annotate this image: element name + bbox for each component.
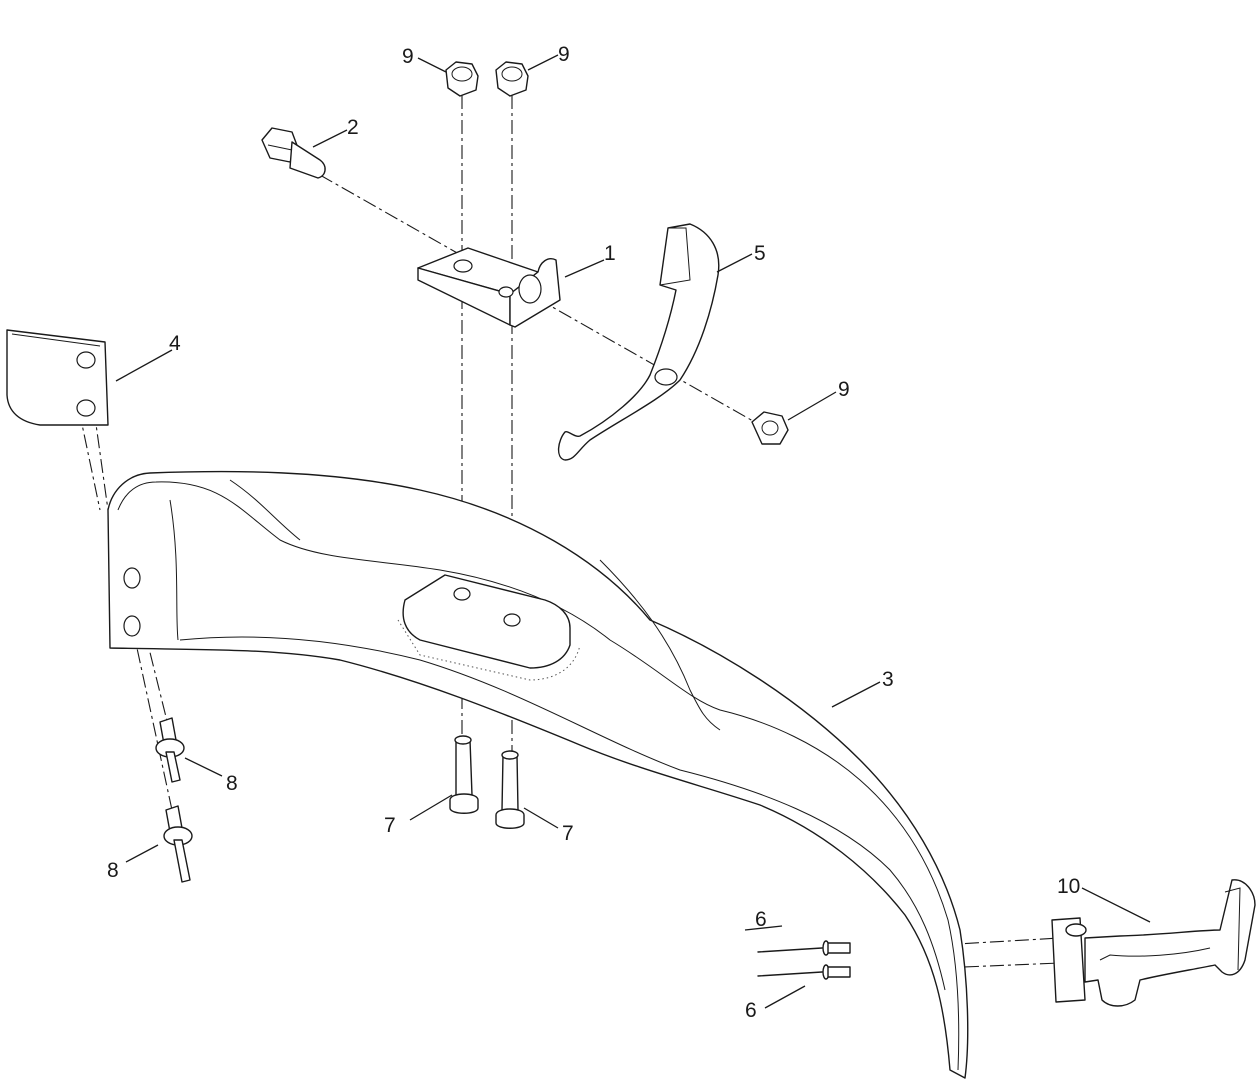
lock-nut-left-part [445,61,479,97]
callout-7-right: 7 [562,822,574,845]
callout-7-left: 7 [384,814,396,837]
callout-9-lower: 9 [838,378,850,401]
shield-part [107,470,969,1079]
flange-bolt-part [261,127,326,179]
callout-8-upper: 8 [226,772,238,795]
lock-nut-right-part [495,61,529,97]
side-plate-part [6,329,109,426]
bracket-part [417,247,561,328]
rivet-upper-part [155,717,185,783]
callout-2: 2 [347,116,359,139]
pop-rivet-lower-part [757,964,851,980]
callout-9-left: 9 [402,45,414,68]
callout-labels: 1 2 3 4 5 6 6 7 7 8 8 9 9 9 10 [107,43,1080,1022]
pop-rivet-upper-part [757,940,851,956]
callout-3: 3 [882,668,894,691]
callout-6-lower: 6 [745,999,757,1022]
lock-nut-lower-part [751,411,789,445]
callout-6-upper: 6 [755,908,767,931]
callout-4: 4 [169,332,181,355]
rivet-lower-part [163,805,193,883]
rubber-latch-part [1051,879,1256,1007]
carriage-bolt-right-part [495,750,525,829]
callout-5: 5 [754,242,766,265]
callout-10: 10 [1057,875,1080,898]
carriage-bolt-left-part [449,735,479,814]
latch-arm-part [557,223,720,461]
callout-leaders [115,54,1151,1009]
callout-9-right: 9 [558,43,570,66]
callout-1: 1 [604,242,616,265]
callout-8-lower: 8 [107,859,119,882]
